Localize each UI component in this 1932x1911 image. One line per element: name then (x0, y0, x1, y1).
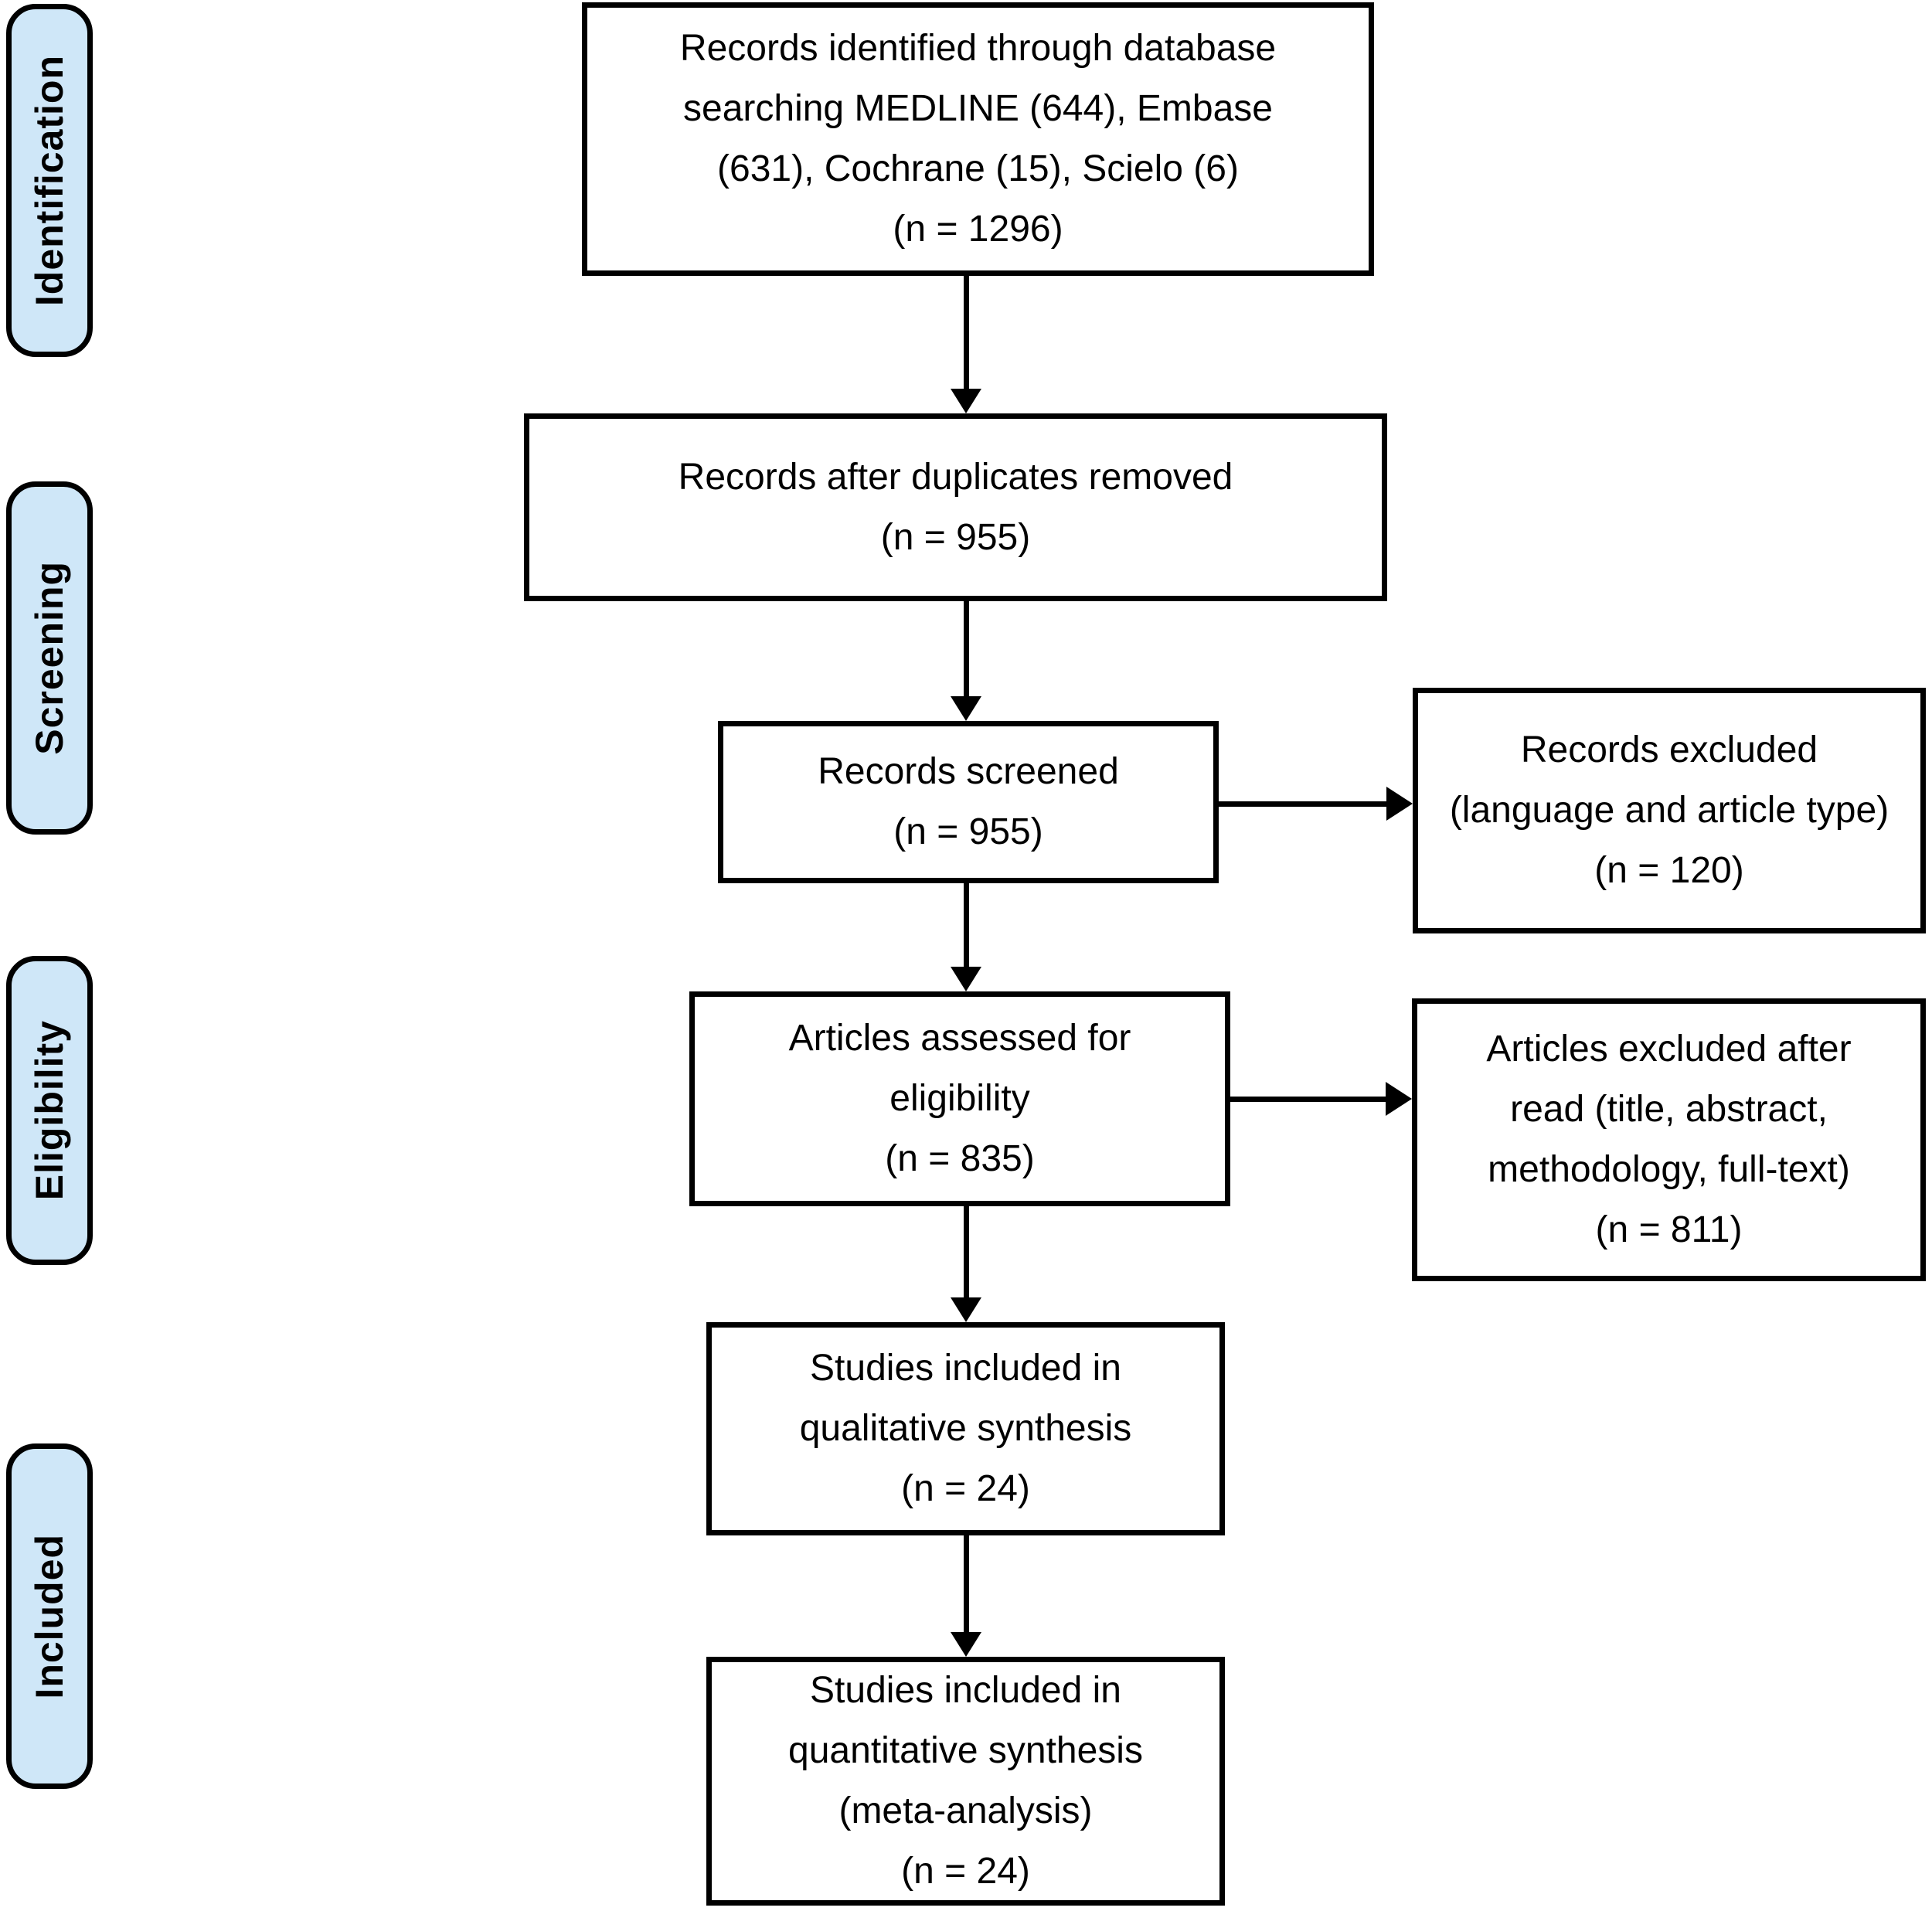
stage-label-screening: Screening (6, 481, 93, 835)
arrow-head (1386, 1082, 1412, 1116)
stage-label-text: Eligibility (28, 1020, 71, 1201)
articles-excluded-box: Articles excluded after read (title, abs… (1412, 998, 1926, 1281)
arrow-head (951, 1297, 981, 1322)
qualitative-synthesis-box: Studies included in qualitative synthesi… (706, 1322, 1225, 1535)
arrow-line (964, 1535, 969, 1635)
arrow-head (951, 389, 981, 413)
stage-label-text: Identification (28, 54, 71, 307)
arrow-line (1230, 1097, 1389, 1102)
quantitative-synthesis-text: Studies included in quantitative synthes… (788, 1670, 1143, 1892)
stage-label-text: Included (28, 1533, 71, 1699)
arrow-line (964, 883, 969, 970)
arrow-head (951, 1632, 981, 1657)
duplicates-removed-box: Records after duplicates removed (n = 95… (524, 413, 1387, 601)
qualitative-synthesis-text: Studies included in qualitative synthesi… (799, 1348, 1132, 1509)
articles-assessed-box: Articles assessed for eligibility (n = 8… (689, 991, 1230, 1206)
arrow-line (964, 276, 969, 392)
records-excluded-box: Records excluded (language and article t… (1413, 688, 1926, 933)
articles-assessed-text: Articles assessed for eligibility (n = 8… (788, 1018, 1131, 1179)
duplicates-removed-text: Records after duplicates removed (n = 95… (678, 456, 1233, 558)
arrow-head (1386, 787, 1413, 821)
arrow-head (951, 967, 981, 991)
arrow-line (964, 1206, 969, 1301)
arrow-line (964, 601, 969, 699)
articles-excluded-text: Articles excluded after read (title, abs… (1486, 1029, 1852, 1250)
records-excluded-text: Records excluded (language and article t… (1449, 729, 1889, 891)
stage-label-identification: Identification (6, 4, 93, 357)
stage-label-text: Screening (28, 561, 71, 755)
quantitative-synthesis-box: Studies included in quantitative synthes… (706, 1657, 1225, 1906)
stage-label-eligibility: Eligibility (6, 956, 93, 1265)
arrow-line (1219, 801, 1389, 807)
stage-label-included: Included (6, 1443, 93, 1789)
records-screened-box: Records screened (n = 955) (718, 721, 1219, 883)
arrow-head (951, 696, 981, 721)
records-identified-text: Records identified through database sear… (679, 28, 1277, 250)
records-screened-text: Records screened (n = 955) (818, 751, 1119, 852)
records-identified-box: Records identified through database sear… (582, 2, 1374, 276)
